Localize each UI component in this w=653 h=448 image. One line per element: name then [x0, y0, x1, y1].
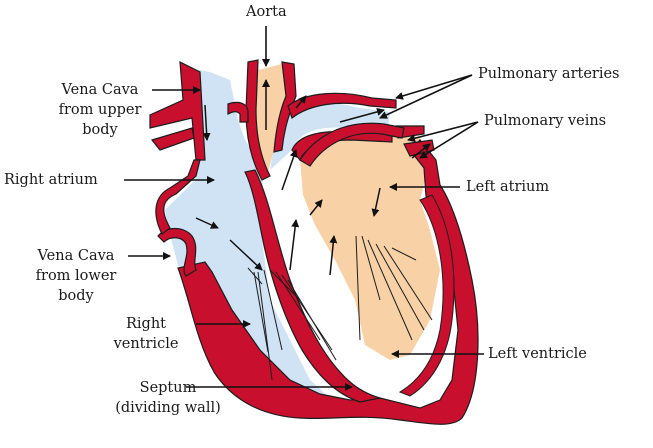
label-right-atrium: Right atrium	[4, 172, 98, 188]
superior-vena-cava-branch	[150, 127, 195, 151]
heart-outer-wall	[177, 139, 479, 425]
septum-wall	[244, 169, 381, 403]
right-atrium-wall	[155, 159, 201, 235]
label-aorta: Aorta	[246, 4, 287, 20]
aorta-interior	[252, 64, 292, 172]
inferior-vena-cava	[157, 227, 197, 277]
left-ventricle-wall	[398, 194, 455, 397]
label-left-ventricle: Left ventricle	[488, 346, 587, 362]
label-right-ventricle: Right ventricle	[113, 316, 179, 352]
left-heart-chamber	[300, 125, 440, 360]
label-septum: Septum (dividing wall)	[115, 380, 221, 416]
tricuspid-valve	[247, 267, 337, 381]
blood-flow-arrows	[195, 79, 431, 276]
label-left-atrium: Left atrium	[466, 179, 550, 195]
pulmonary-trunk	[270, 102, 390, 170]
label-pulmonary-arteries: Pulmonary arteries	[478, 66, 620, 82]
callout-lines	[124, 26, 484, 391]
label-vena-cava-upper: Vena Cava from upper body	[58, 82, 142, 138]
left-atrium-wall	[299, 122, 405, 167]
label-vena-cava-lower: Vena Cava from lower body	[35, 248, 117, 304]
superior-vena-cava	[149, 60, 206, 161]
pulmonary-artery-left-branch	[227, 101, 249, 123]
label-pulmonary-veins: Pulmonary veins	[484, 113, 607, 129]
mitral-valve	[355, 235, 433, 341]
pulmonary-artery-wall	[287, 92, 397, 119]
aorta-wall	[245, 59, 271, 181]
